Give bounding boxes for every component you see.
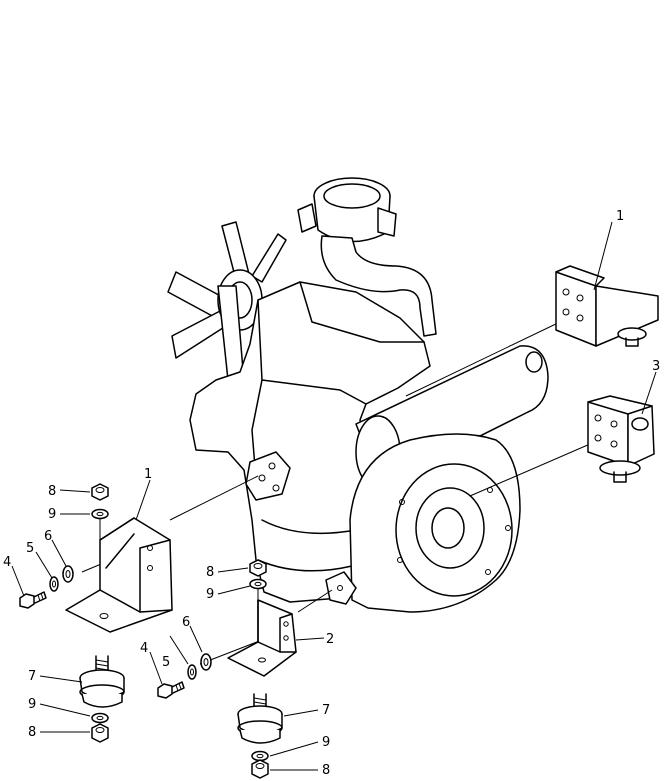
lower-engine-bracket bbox=[227, 599, 297, 677]
center-rubber-mount bbox=[237, 693, 283, 744]
callout-9-center-top: 9 bbox=[206, 587, 214, 602]
left-nut-bottom bbox=[91, 723, 109, 743]
center-plain-washer bbox=[200, 653, 212, 671]
callout-labels: 1 1 2 3 4 4 5 5 6 6 7 7 8 8 8 8 9 9 9 9 bbox=[3, 209, 660, 778]
callout-4-center: 4 bbox=[140, 641, 148, 656]
callout-5-center: 5 bbox=[162, 655, 170, 670]
center-washer-bottom bbox=[251, 750, 269, 762]
callout-6-center: 6 bbox=[182, 615, 190, 630]
callout-8-left-top: 8 bbox=[48, 484, 56, 499]
callout-3: 3 bbox=[652, 359, 660, 374]
flywheel-housing bbox=[349, 433, 521, 613]
air-cleaner bbox=[297, 177, 397, 243]
cooling-fan bbox=[167, 221, 287, 383]
callout-7-left: 7 bbox=[28, 669, 36, 684]
right-engine-bracket bbox=[587, 395, 655, 483]
callout-5-left: 5 bbox=[26, 541, 34, 556]
callout-4-left: 4 bbox=[3, 555, 11, 570]
callout-1-right: 1 bbox=[616, 209, 624, 224]
callout-8-left-bottom: 8 bbox=[28, 725, 36, 740]
callout-1-left: 1 bbox=[144, 467, 152, 482]
callout-6-left: 6 bbox=[44, 529, 52, 544]
engine-assembly bbox=[167, 177, 549, 613]
intake-pipe bbox=[320, 235, 437, 337]
left-washer-bottom bbox=[91, 712, 109, 724]
callout-8-center-top: 8 bbox=[206, 565, 214, 580]
callout-pointers bbox=[11, 221, 657, 771]
left-spring-washer bbox=[49, 576, 59, 592]
center-nut-top bbox=[249, 559, 267, 577]
callout-2: 2 bbox=[326, 632, 334, 647]
callout-8-center-bottom: 8 bbox=[322, 763, 330, 778]
callout-9-left-bottom: 9 bbox=[28, 697, 36, 712]
left-nut-top bbox=[91, 483, 109, 501]
left-rubber-mount bbox=[79, 655, 125, 708]
engine-mount-pad-rear bbox=[325, 571, 357, 605]
center-washer-top bbox=[249, 578, 267, 590]
callout-9-left-top: 9 bbox=[48, 507, 56, 522]
left-washer-top bbox=[91, 508, 109, 520]
left-engine-bracket bbox=[65, 517, 173, 633]
center-bolt bbox=[157, 681, 185, 699]
center-spring-washer bbox=[187, 664, 197, 680]
left-plain-washer bbox=[62, 565, 74, 583]
center-nut-bottom bbox=[251, 759, 269, 779]
callout-7-center: 7 bbox=[322, 703, 330, 718]
engine-block bbox=[189, 281, 431, 603]
right-rear-engine-bracket bbox=[555, 265, 659, 347]
callout-9-center-bottom: 9 bbox=[322, 735, 330, 750]
left-bolt bbox=[19, 591, 47, 609]
